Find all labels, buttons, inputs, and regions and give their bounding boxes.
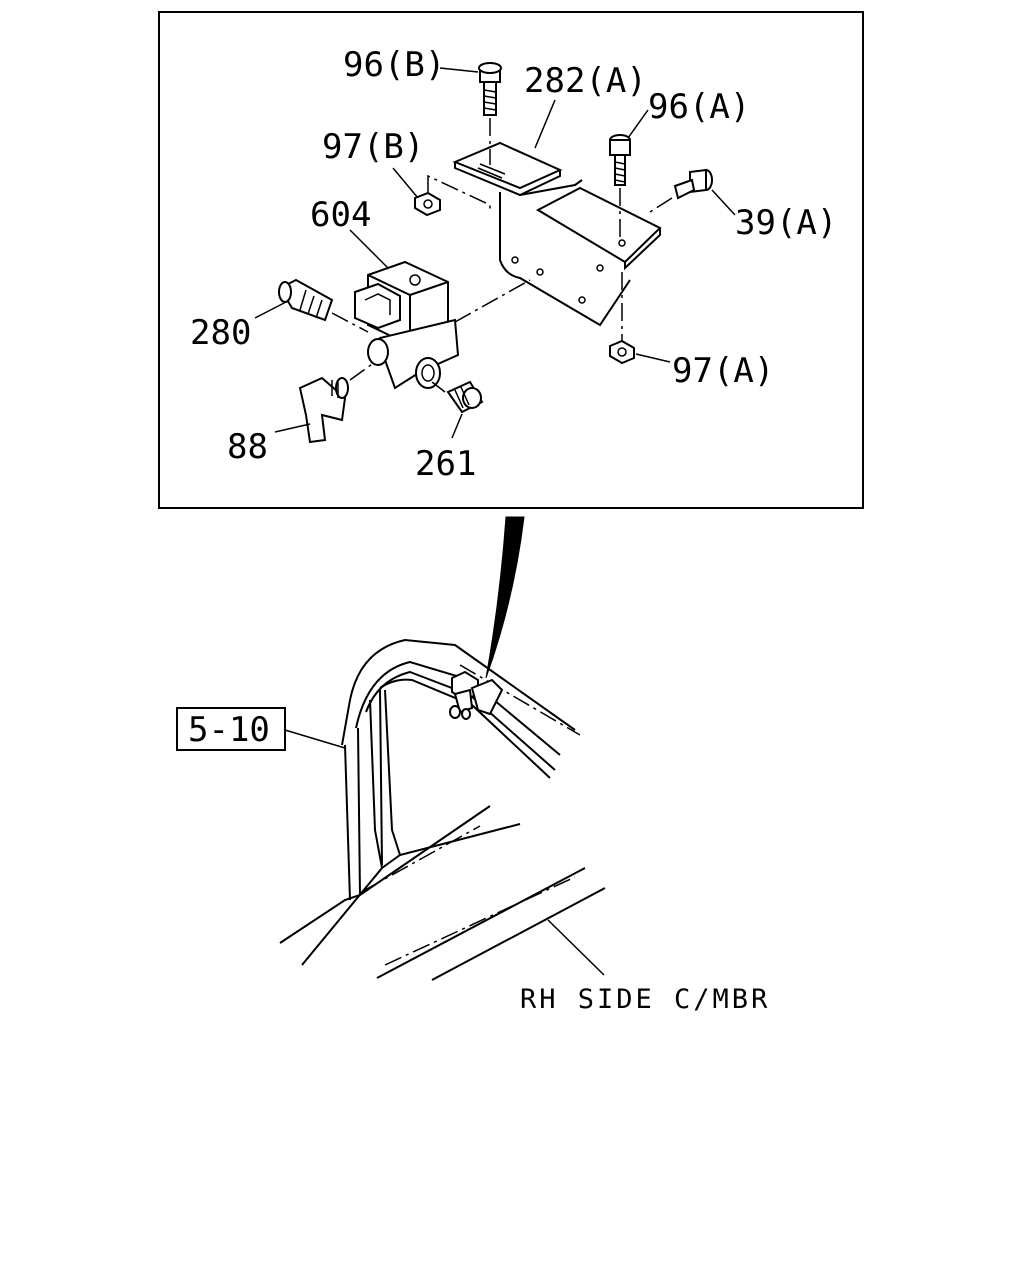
bolt-96b <box>478 62 502 165</box>
callout-96a: 96(A) <box>648 87 750 127</box>
callout-282a: 282(A) <box>524 61 647 101</box>
detail-inset-frame <box>158 11 864 509</box>
callout-97b: 97(B) <box>322 127 424 167</box>
fitting-280 <box>278 278 369 333</box>
nut-97a <box>609 272 635 365</box>
callout-39a: 39(A) <box>735 203 837 243</box>
bracket-282a <box>452 141 662 327</box>
callout-280: 280 <box>190 313 251 353</box>
frame-side-label: RH SIDE C/MBR <box>520 984 770 1015</box>
leader-lines <box>254 67 736 439</box>
elbow-88 <box>298 361 376 444</box>
bolt-96a <box>609 134 631 240</box>
callout-96b: 96(B) <box>343 45 445 85</box>
callout-97a: 97(A) <box>672 351 774 391</box>
plug-261 <box>431 380 484 414</box>
detail-pointer <box>485 516 525 679</box>
callout-261: 261 <box>415 444 476 484</box>
nut-97b <box>414 174 491 217</box>
reference-box <box>176 707 286 751</box>
reference-box-label: 5-10 <box>188 710 270 750</box>
bolt-39a <box>649 168 713 213</box>
valve-604 <box>354 260 531 390</box>
callout-88: 88 <box>227 427 268 467</box>
callout-604: 604 <box>310 195 371 235</box>
frame-view <box>279 638 606 981</box>
